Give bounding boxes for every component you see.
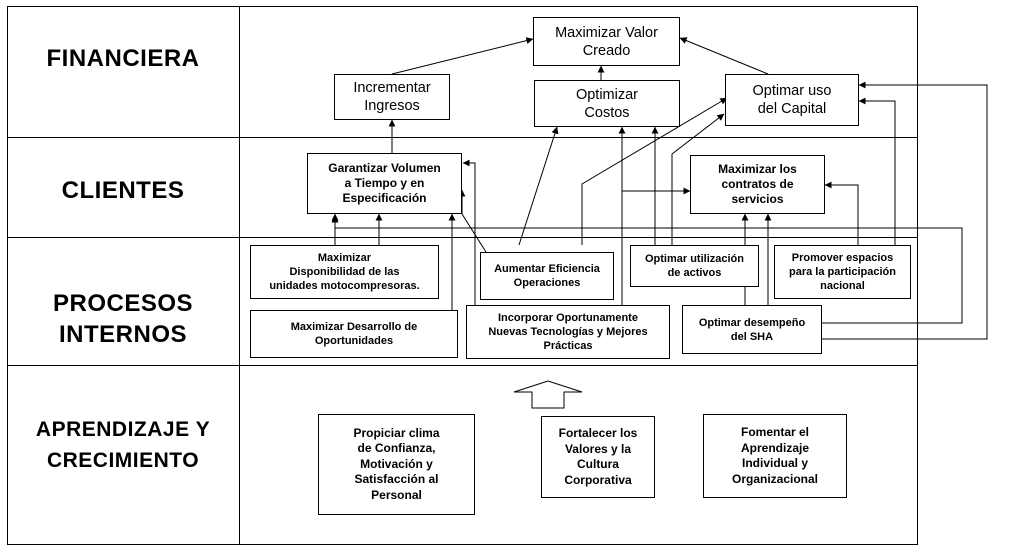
objective-optimar-activos: Optimar utilización de activos (630, 245, 759, 287)
connectors (331, 37, 988, 409)
outer-border (7, 6, 918, 545)
objective-garantizar-volumen: Garantizar Volumen a Tiempo y en Especif… (307, 153, 462, 214)
perspective-clientes: CLIENTES (61, 176, 185, 204)
arrow-eficiencia-costos (518, 126, 559, 246)
objective-aumentar-eficiencia: Aumentar Eficiencia Operaciones (480, 252, 614, 300)
frame (7, 6, 918, 545)
objective-optimar-capital: Optimar uso del Capital (725, 74, 859, 126)
arrow-capital-valor (679, 37, 769, 75)
objective-optimizar-costos: Optimizar Costos (534, 80, 680, 127)
objective-fomentar-aprendizaje: Fomentar el Aprendizaje Individual y Org… (703, 414, 847, 498)
objective-maximizar-disponibilidad: Maximizar Disponibilidad de las unidades… (250, 245, 439, 299)
arrow-activos-capital (671, 113, 725, 245)
arrow-sha-capital (822, 81, 988, 340)
objective-maximizar-desarrollo: Maximizar Desarrollo de Oportunidades (250, 310, 458, 358)
objective-promover-espacios: Promover espacios para la participación … (774, 245, 911, 299)
arrow-promover-contratos (824, 181, 859, 245)
objective-propiciar-clima: Propiciar clima de Confianza, Motivación… (318, 414, 475, 515)
objective-incorporar-tecnologias: Incorporar Oportunamente Nuevas Tecnolog… (466, 305, 670, 359)
objective-optimar-sha: Optimar desempeño del SHA (682, 305, 822, 354)
arrow-tecnologias-volumen (462, 159, 476, 305)
perspective-financiera: FINANCIERA (46, 44, 200, 72)
perspective-procesos-internos: PROCESOS INTERNOS (52, 290, 194, 348)
perspective-aprendizaje-crecimiento: APRENDIZAJE Y CRECIMIENTO (35, 418, 211, 472)
objective-maximizar-contratos: Maximizar los contratos de servicios (690, 155, 825, 214)
objective-fortalecer-valores: Fortalecer los Valores y la Cultura Corp… (541, 416, 655, 498)
arrow-sha-volumen (331, 215, 963, 324)
objective-maximizar-valor: Maximizar Valor Creado (533, 17, 680, 66)
objective-incrementar-ingresos: Incrementar Ingresos (334, 74, 450, 120)
up-arrow (513, 380, 583, 409)
arrow-promover-capital (858, 97, 896, 245)
arrow-eficiencia-volumen (458, 189, 487, 253)
arrow-ingresos-valor (391, 37, 534, 75)
